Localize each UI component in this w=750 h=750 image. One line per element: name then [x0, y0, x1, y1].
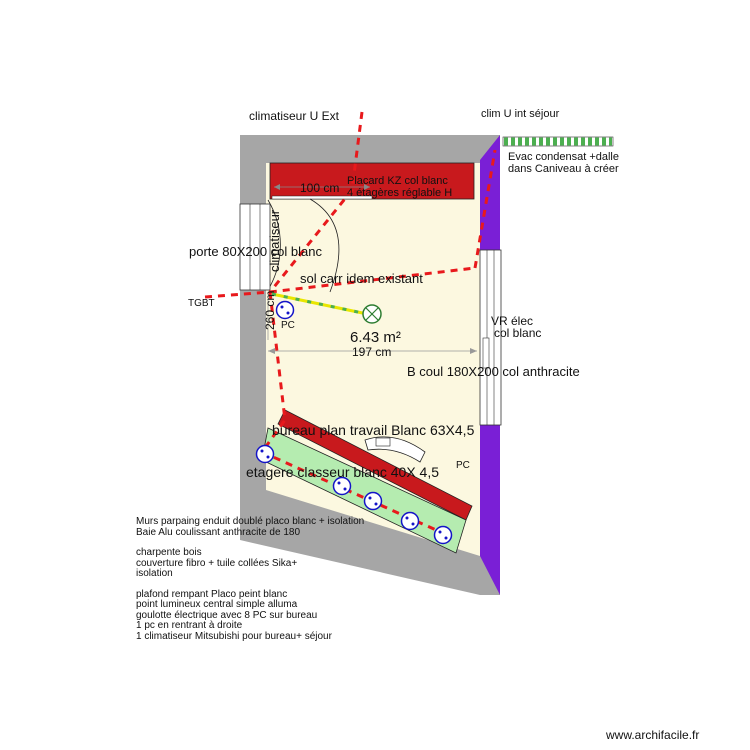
- cable-down-to-desk: [260, 291, 287, 453]
- outlet-icon: [255, 444, 275, 464]
- label-clim-ext: climatiseur U Ext: [249, 109, 340, 123]
- note-line: couverture fibro + tuile collées Sika+: [136, 557, 298, 569]
- ceiling-light-icon: [362, 304, 382, 324]
- label-vr-2: col blanc: [494, 326, 541, 340]
- label-climatiseur: climatiseur: [267, 209, 282, 272]
- label-sol: sol carr idem existant: [300, 271, 423, 286]
- note-line: Baie Alu coulissant anthracite de 180: [136, 526, 300, 538]
- placard-inner-line: [271, 195, 373, 200]
- note-line: plafond rempant Placo peint blanc: [136, 588, 288, 600]
- label-bureau: bureau plan travail Blanc 63X4,5: [272, 422, 475, 438]
- outlet-icon: [400, 511, 420, 531]
- door-swing-arc-2: [309, 198, 340, 293]
- label-evac-2: dans Caniveau à créer: [508, 163, 619, 175]
- construction-notes: Murs parpaing enduit doublé placo blanc …: [136, 516, 466, 642]
- label-etagere: etagere classeur blanc 40X 4,5: [246, 464, 439, 480]
- dimension-width-top: [274, 184, 370, 190]
- outlet-icon: [332, 476, 352, 496]
- cable-runs-red: [204, 111, 497, 536]
- label-placard-2: 4 étagères réglable H: [347, 187, 452, 199]
- label-area: 6.43 m²: [350, 329, 401, 346]
- label-vr-1: VR élec: [491, 314, 533, 328]
- label-porte: porte 80X200 col blanc: [189, 244, 322, 259]
- sliding-window-frame: [479, 249, 502, 426]
- outlet-icon: [433, 525, 453, 545]
- label-tgbt: TGBT: [188, 298, 215, 309]
- label-width-top: 100 cm: [300, 181, 339, 195]
- credit-footer: www.archifacile.fr: [606, 728, 700, 742]
- outlet-icon: [275, 300, 295, 320]
- label-height-dim: 260 cm: [263, 291, 277, 330]
- office-chair: [364, 436, 426, 463]
- label-pc-right: PC: [456, 460, 470, 471]
- label-evac-1: Evac condensat +dalle: [508, 151, 619, 163]
- outlet-icon: [363, 491, 383, 511]
- outlet-icons: [255, 300, 453, 545]
- note-line: charpente bois: [136, 547, 202, 558]
- note-line: 1 climatiseur Mitsubishi pour bureau+ sé…: [136, 630, 332, 642]
- label-clim-int: clim U int séjour: [481, 108, 560, 120]
- note-line: goulotte électrique avec 8 PC sur bureau: [136, 609, 318, 621]
- label-pc-left: PC: [281, 320, 295, 331]
- door-swing-arc: [267, 199, 281, 291]
- door-frame: [239, 203, 271, 291]
- note-line: isolation: [136, 568, 173, 579]
- note-spacer: [136, 580, 466, 590]
- placard-cabinet: [269, 162, 475, 200]
- label-baie: B coul 180X200 col anthracite: [407, 364, 580, 379]
- drain-frame: [502, 136, 614, 147]
- condensate-drain: [502, 136, 614, 147]
- cable-clim-ext: [268, 111, 364, 293]
- note-line: 1 pc en rentrant à droite: [136, 620, 243, 631]
- dimension-width-mid: [268, 348, 477, 354]
- note-line: point lumineux central simple alluma: [136, 599, 298, 610]
- label-width-mid: 197 cm: [352, 345, 391, 359]
- cable-to-clim-int: [473, 149, 497, 269]
- label-placard-1: Placard KZ col blanc: [347, 175, 448, 187]
- cable-light-green-dash: [271, 292, 373, 317]
- note-line: Murs parpaing enduit doublé placo blanc …: [136, 516, 365, 527]
